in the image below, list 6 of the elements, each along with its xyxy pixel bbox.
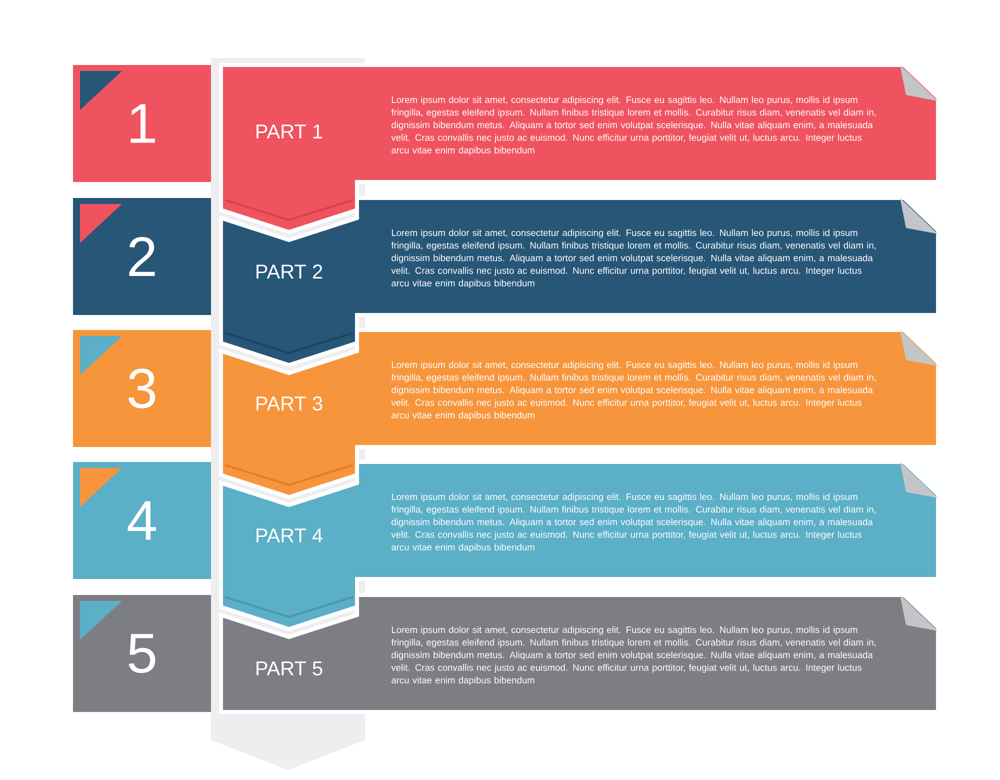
- number-box: 4: [73, 462, 211, 579]
- number-box: 2: [73, 198, 211, 315]
- number-box: 1: [73, 65, 211, 182]
- number-box: 3: [73, 330, 211, 447]
- number-box: 5: [73, 595, 211, 712]
- banner: PART 5 Lorem ipsum dolor sit amet, consectetur adipiscing elit. Fusce eu sagittis leo. Nullam leo purus, mollis id ipsum fringilla, egestas eleifend ipsum. Nullam finibus tristique lorem et mollis. Curabitur risus diam, venenatis vel diam in, dignissim bibendum metus. Aliquam a tortor sed enim volutpat scelerisque. Nulla vitae aliquam enim, a malesuada velit. Cras convallis nec justo ac euismod. Nunc efficitur urna porttitor, feugiat velit ut, luctus arcu. Integer luctus arcu vitae enim dapibus bibendum: [219, 593, 940, 714]
